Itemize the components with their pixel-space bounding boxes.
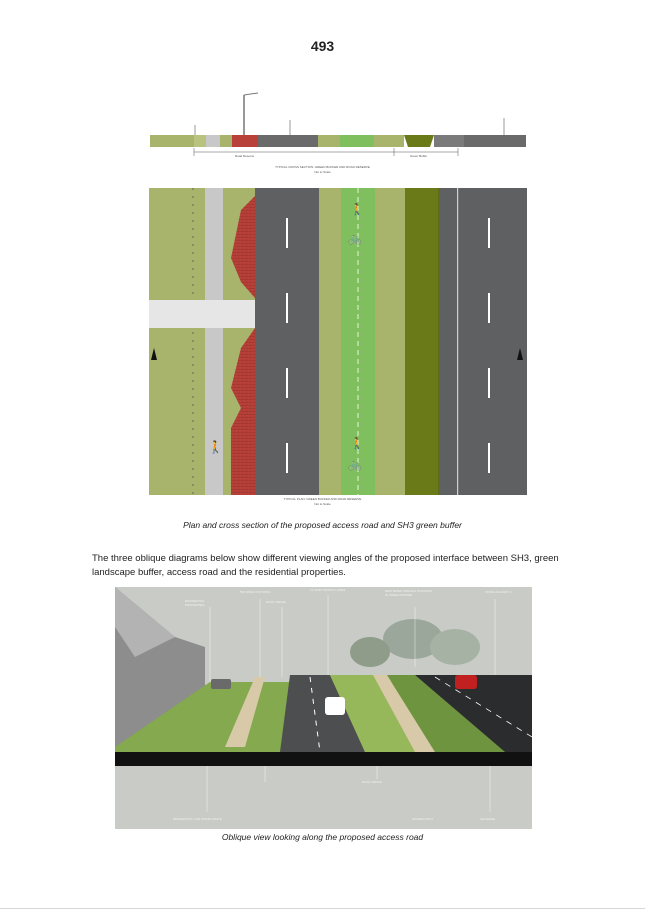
- figure1-caption: Plan and cross section of the proposed a…: [183, 520, 462, 530]
- plan-title: TYPICAL PLAN: GREEN BUFFER AND ROAD RESE…: [283, 497, 362, 501]
- label-residential-properties: RESIDENTIAL PROPERTIES: [185, 599, 205, 607]
- plan-scale: Not to Scale: [314, 502, 331, 506]
- label-traffic-lanes: 2X 3500 TRAFFIC LANES: [310, 588, 346, 592]
- label-road-verge: ROAD VERGE: [266, 600, 287, 604]
- section-title: TYPICAL CROSS SECTION: GREEN BUFFER AND …: [275, 165, 370, 169]
- section-scale: Not to Scale: [314, 170, 331, 174]
- label-bottom-road-verge: ROAD VERGE: [362, 780, 383, 784]
- bicycle-icon: 🚲: [348, 459, 362, 471]
- footer-rule: [0, 908, 645, 909]
- label-footpath: 500 WIDE FOOTPATH: [240, 590, 271, 594]
- cross-section-drawing: [150, 92, 526, 156]
- plan-drawing: [149, 188, 527, 495]
- dimension-label-green-buffer: Green Buffer: [410, 154, 428, 158]
- label-state-highway: STATE HIGHWAY 3: [485, 590, 512, 594]
- page-number: 493: [310, 38, 335, 54]
- person-icon: 🚶: [350, 204, 364, 216]
- body-paragraph: The three oblique diagrams below show di…: [92, 553, 559, 578]
- person-icon: 🚶: [350, 438, 364, 450]
- figure2-caption: Oblique view looking along the proposed …: [221, 832, 424, 842]
- label-sh3-edge: SH3 EDGE: [480, 817, 496, 821]
- dimension-label-road-reserve: Road Reserve: [235, 154, 255, 158]
- bicycle-icon: 🚲: [348, 233, 362, 245]
- label-shared-path: SHARED PATH: [412, 817, 433, 821]
- pedestrian-icon: 🚶: [208, 440, 223, 454]
- label-green-buffer-planting: NEW MIXED SPECIES PLANTING IN GREEN BUFF…: [385, 589, 433, 597]
- oblique-drawing: [115, 587, 532, 829]
- label-low-wood-fence: RESIDENTIAL LOW WOOD FENCE: [173, 817, 222, 821]
